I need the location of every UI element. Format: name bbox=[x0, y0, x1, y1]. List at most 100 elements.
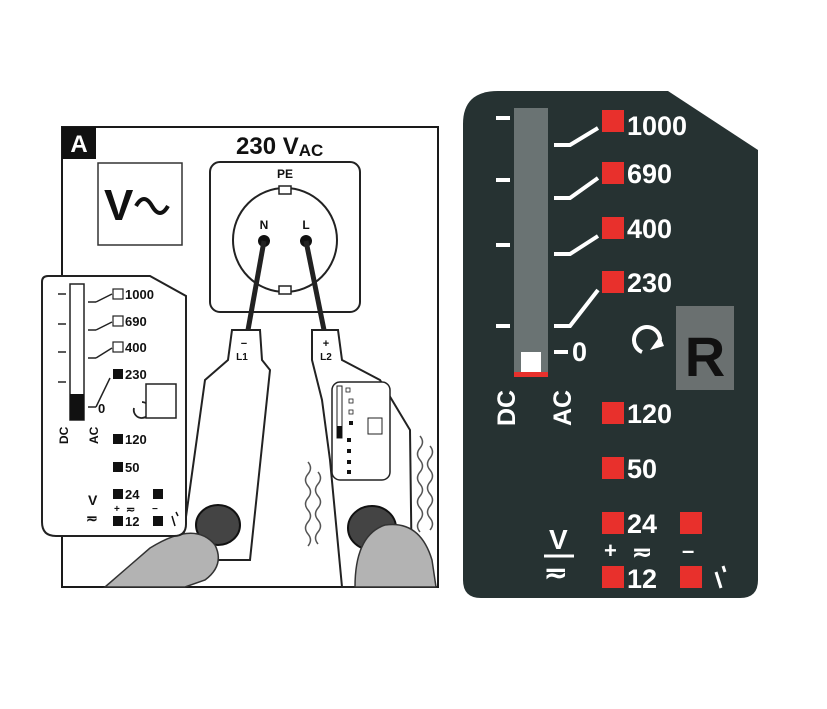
inset-led-230 bbox=[113, 369, 123, 379]
vibration-icon bbox=[714, 565, 727, 589]
voltage-symbol: V bbox=[549, 524, 568, 555]
inset-v-symbol: V bbox=[88, 492, 98, 508]
inset-led-24 bbox=[113, 489, 123, 499]
inset-wave-symbol: ≂ bbox=[86, 510, 98, 526]
probe-right-rotation-box bbox=[367, 417, 383, 435]
wave-symbol-left: ≂ bbox=[544, 557, 567, 588]
voltage-heading: 230 VAC bbox=[236, 133, 323, 160]
probe-left-body bbox=[178, 329, 272, 561]
inset-led-50 bbox=[113, 462, 123, 472]
dc-scale-ticks bbox=[496, 116, 510, 328]
socket-n-label: N bbox=[260, 218, 269, 232]
probe-right-bar-fill bbox=[337, 426, 342, 438]
panel-a: A 230 VAC V PE N L − L1 bbox=[41, 126, 439, 588]
inset-label-120: 120 bbox=[125, 432, 147, 447]
socket-earth-top bbox=[278, 185, 292, 195]
inset-plus-sign: + bbox=[114, 504, 120, 515]
mode-symbol-v: V bbox=[104, 181, 134, 230]
level-label-230: 230 bbox=[627, 268, 672, 298]
rotation-indicator-window bbox=[676, 306, 734, 390]
mode-symbol-box bbox=[97, 162, 183, 246]
inset-label-12: 12 bbox=[125, 514, 139, 529]
level-bar-indicator-base bbox=[514, 372, 548, 377]
led-dc-negative bbox=[680, 512, 702, 534]
led-1000 bbox=[602, 110, 624, 132]
panel-a-label: A bbox=[70, 131, 87, 158]
inset-minus-sign: − bbox=[152, 504, 158, 515]
level-label-120: 120 bbox=[627, 399, 672, 429]
inset-label-50: 50 bbox=[125, 460, 139, 475]
ac-label: AC bbox=[549, 390, 577, 426]
level-label-1000: 1000 bbox=[627, 111, 687, 141]
rotation-arrow-icon bbox=[632, 325, 662, 354]
inset-label-230: 230 bbox=[125, 367, 147, 382]
led-690 bbox=[602, 162, 624, 184]
level-bar-indicator bbox=[521, 352, 541, 374]
rotation-arrow-head bbox=[650, 336, 664, 350]
level-bar-track bbox=[514, 108, 548, 376]
probe-left-label: L1 bbox=[236, 352, 248, 363]
dc-label: DC bbox=[493, 390, 521, 426]
inset-led-120 bbox=[113, 434, 123, 444]
led-230 bbox=[602, 271, 624, 293]
led-vibration bbox=[680, 566, 702, 588]
probe-right: + L2 bbox=[304, 329, 437, 588]
vibration-right-2 bbox=[426, 445, 434, 531]
led-24 bbox=[602, 512, 624, 534]
level-label-50: 50 bbox=[627, 454, 657, 484]
wave-symbol-middle: ≂ bbox=[632, 539, 652, 566]
probe-left-sign: − bbox=[241, 338, 247, 350]
inset-wave-mid: ≂ bbox=[126, 504, 135, 516]
thumb-right bbox=[354, 523, 437, 588]
panel-a-label-box bbox=[62, 127, 96, 159]
socket-pe-label: PE bbox=[277, 167, 293, 181]
inset-bar-fill bbox=[70, 394, 84, 420]
vibration-right bbox=[416, 435, 424, 533]
ac-scale-ticks bbox=[554, 126, 600, 354]
level-label-400: 400 bbox=[627, 214, 672, 244]
inset-led-12 bbox=[113, 516, 123, 526]
probe-left: − L1 bbox=[102, 329, 272, 588]
probe-right-mini-leds bbox=[345, 387, 354, 474]
led-120 bbox=[602, 402, 624, 424]
probe-right-sign: + bbox=[323, 338, 329, 350]
socket-earth-bottom bbox=[278, 285, 292, 295]
vibration-left bbox=[304, 461, 312, 547]
minus-sign: – bbox=[682, 538, 694, 563]
level-label-zero: 0 bbox=[572, 337, 587, 367]
mode-symbol-wave bbox=[134, 197, 170, 215]
probe-right-mini-display bbox=[331, 381, 391, 481]
inset-label-ac: AC bbox=[87, 426, 101, 444]
power-socket: PE N L bbox=[209, 161, 361, 313]
inset-label-24: 24 bbox=[125, 487, 140, 502]
detail-display: 1000 690 400 230 0 DC AC R 120 50 24 V ≂… bbox=[463, 91, 758, 598]
inset-display: 1000 690 400 230 0 DC AC 120 50 24 V + ≂… bbox=[41, 275, 187, 537]
inset-vibration-icon bbox=[171, 511, 179, 527]
inset-led-1000 bbox=[112, 288, 124, 300]
led-400 bbox=[602, 217, 624, 239]
rotation-indicator-letter: R bbox=[685, 325, 725, 388]
inset-led-690 bbox=[112, 315, 124, 327]
inset-scale-ticks bbox=[58, 293, 113, 408]
vibration-left-2 bbox=[314, 471, 322, 545]
level-label-12: 12 bbox=[627, 564, 657, 594]
probe-right-label: L2 bbox=[320, 352, 332, 363]
inset-label-400: 400 bbox=[125, 340, 147, 355]
inset-led-24-right bbox=[153, 489, 163, 499]
inset-label-zero: 0 bbox=[98, 401, 105, 416]
led-12 bbox=[602, 566, 624, 588]
inset-led-12-right bbox=[153, 516, 163, 526]
probe-left-tip bbox=[245, 240, 267, 331]
voltage-heading-main: 230 V bbox=[236, 133, 299, 160]
socket-l-label: L bbox=[302, 218, 309, 232]
inset-label-1000: 1000 bbox=[125, 287, 154, 302]
thumb-left bbox=[102, 532, 220, 588]
led-50 bbox=[602, 457, 624, 479]
plus-sign: + bbox=[604, 538, 617, 563]
inset-label-dc: DC bbox=[57, 426, 71, 444]
inset-rotation-box bbox=[145, 383, 177, 419]
probe-right-tip bbox=[303, 240, 327, 331]
inset-led-400 bbox=[112, 341, 124, 353]
level-label-690: 690 bbox=[627, 159, 672, 189]
